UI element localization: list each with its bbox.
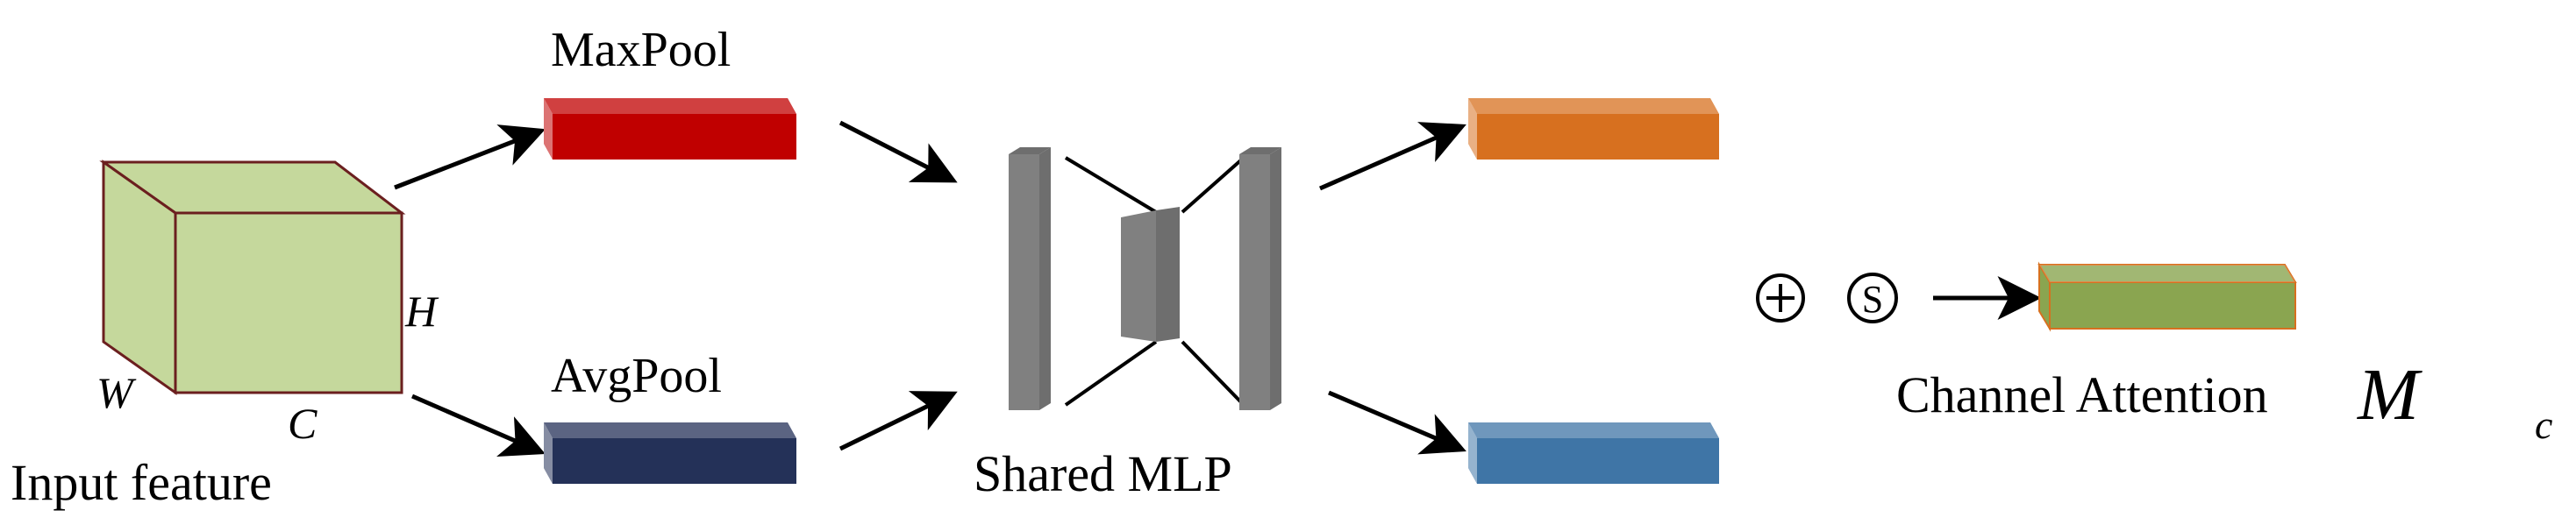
arrow-mlp-to-out-max: [1318, 122, 1466, 191]
mlp-output-layer: [1239, 147, 1281, 410]
output-vector-max: [1468, 98, 1719, 160]
sigmoid-symbol: S: [1862, 278, 1883, 321]
mlp-input-layer: [1009, 147, 1051, 410]
mc-subscript: c: [2535, 402, 2552, 447]
avgpool-label: AvgPool: [551, 349, 722, 403]
arrow-to-maxpool: [394, 124, 546, 190]
sigmoid-operator: S: [1847, 273, 1898, 323]
dim-c-label: C: [288, 399, 318, 448]
channel-attention-vector: [2037, 261, 2297, 332]
add-operator: [1756, 273, 1805, 323]
arrow-to-avgpool: [411, 394, 546, 457]
arrow-mlp-to-out-avg: [1328, 390, 1466, 455]
shared-mlp-label: Shared MLP: [974, 445, 1232, 502]
arrow-avgpool-to-mlp: [838, 391, 958, 451]
arrow-maxpool-to-mlp: [838, 120, 958, 183]
mc-symbol: M: [2357, 354, 2423, 436]
channel-attention-label: Channel Attention: [1896, 366, 2268, 423]
input-feature-label: Input feature: [11, 454, 272, 511]
input-feature-cube: [99, 160, 406, 395]
avgpool-vector: [544, 422, 796, 484]
output-vector-avg: [1468, 422, 1719, 484]
mlp-hidden-layer: [1121, 207, 1180, 342]
maxpool-vector: [544, 98, 796, 160]
cube-front-face: [174, 211, 403, 394]
dim-w-label: W: [96, 368, 137, 417]
maxpool-label: MaxPool: [551, 23, 731, 77]
shared-mlp: [1009, 147, 1281, 410]
dim-h-label: H: [404, 287, 439, 336]
